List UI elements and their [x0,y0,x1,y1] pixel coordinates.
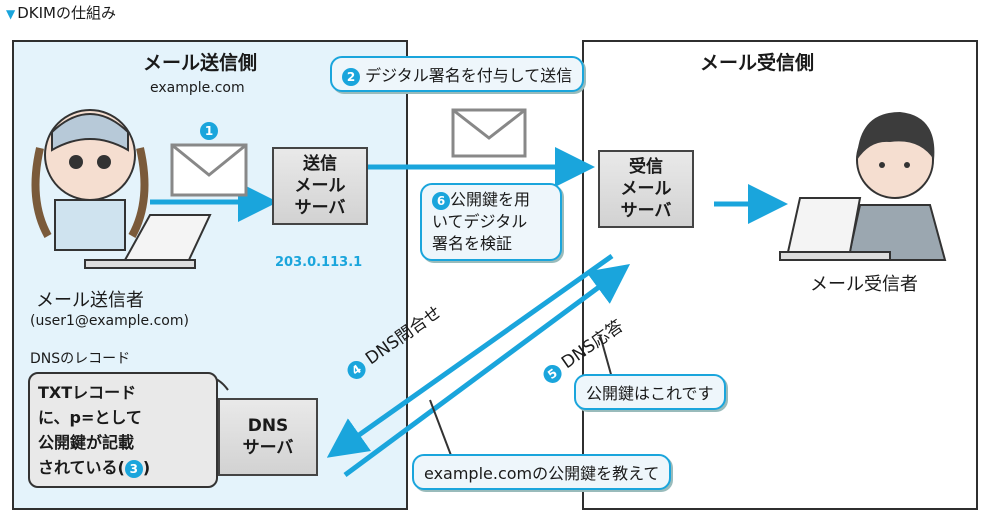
arrow-dns-query [326,253,614,458]
dns-record-caption: DNSのレコード [30,351,131,367]
receiver-person-icon [779,112,947,261]
step-2-badge: 2 [342,68,360,86]
dns-server: DNS サーバ [218,398,318,476]
envelope-icon-1 [170,143,248,197]
dns-record-box: TXTレコード に、p=として 公開鍵が記載 されている(3) [28,372,218,488]
triangle-icon: ▼ [6,7,16,21]
receiver-person-label: メール受信者 [810,274,918,295]
diagram-title: ▼DKIMの仕組み [6,2,116,23]
arrow-dns-response [343,264,631,478]
step-1-badge: 1 [200,122,218,140]
step-2-callout: 2 デジタル署名を付与して送信 [330,56,585,92]
sender-person-label: メール送信者 [36,290,144,311]
send-mail-server: 送信 メール サーバ [272,147,368,225]
sender-email: (user1@example.com) [30,313,189,329]
title-text: DKIMの仕組み [17,4,116,22]
dns-record-line1: TXTレコード [38,383,137,402]
envelope-icon-2 [451,108,527,158]
send-server-label: 送信 メール サーバ [294,154,346,218]
step-6-line1: 公開鍵を用 [450,190,531,209]
sender-panel-title: メール送信側 [143,52,258,74]
receive-mail-server: 受信 メール サーバ [598,150,694,228]
step-6-line2: いてデジタル [432,212,528,231]
pubkey-reply-callout: 公開鍵はこれです [574,374,726,410]
sender-domain: example.com [150,80,245,96]
dns-server-label: DNS サーバ [242,416,294,458]
recv-server-label: 受信 メール サーバ [620,157,672,221]
step-6-badge: 6 [432,192,450,210]
dns-record-line2: に、p=として [38,408,142,427]
dns-record-line3: 公開鍵が記載 [38,433,135,452]
sender-person-icon [31,109,212,269]
ask-pubkey-callout: example.comの公開鍵を教えて [412,454,672,490]
send-server-ip: 203.0.113.1 [275,255,363,270]
step-3-badge: 3 [124,460,143,478]
receiver-panel-title: メール受信側 [700,52,815,74]
dns-record-line4: されている( [38,458,125,477]
step-2-text: デジタル署名を付与して送信 [365,66,573,85]
step-6-line3: 署名を検証 [432,234,513,253]
